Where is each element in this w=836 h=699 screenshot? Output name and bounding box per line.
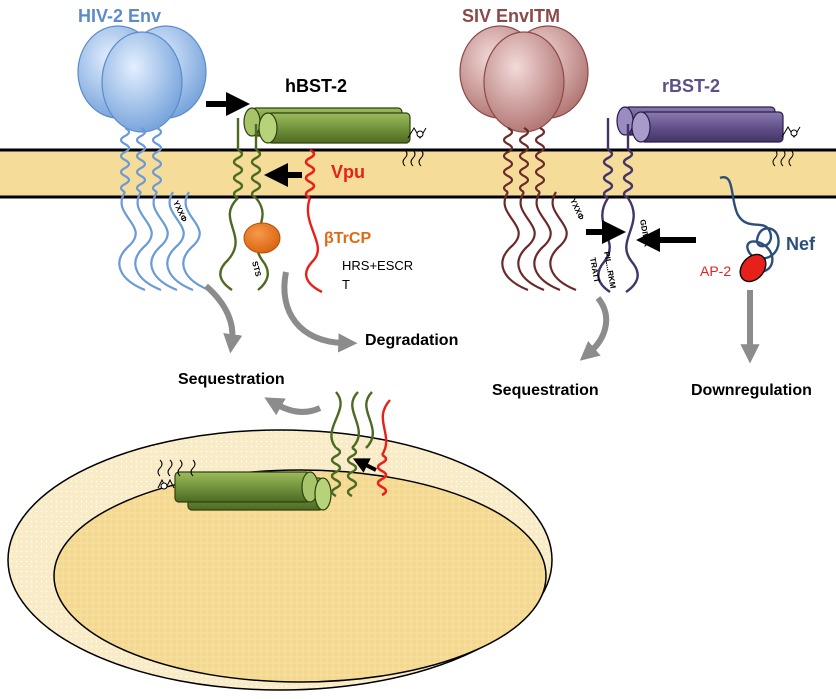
intracellular-vesicle — [7, 429, 553, 691]
hrs-escrt-label-line1: HRS+ESCR — [342, 258, 413, 273]
hbst2-dimer — [219, 107, 427, 291]
vesicle-hbst2 — [157, 391, 374, 511]
nef-label: Nef — [786, 234, 816, 254]
hrs-escrt-label-line2: T — [342, 277, 350, 292]
sequestration-right-label: Sequestration — [492, 382, 599, 399]
arrow-to-sequestration-left — [204, 283, 243, 354]
siv-envitm-trimer — [459, 25, 589, 292]
arrow-vesicle-vpu — [352, 458, 377, 473]
hbst2-label: hBST-2 — [285, 76, 347, 96]
btrcp-label: βTrCP — [324, 230, 371, 247]
nef-protein — [719, 176, 780, 273]
siv-envitm-label: SIV EnvITM — [462, 6, 560, 26]
ap2-label: AP-2 — [700, 263, 731, 279]
btrcp-blob — [243, 222, 281, 254]
vesicle-vpu — [376, 399, 391, 497]
vpu-protein — [304, 148, 323, 294]
rbst2-label: rBST-2 — [662, 76, 720, 96]
arrow-to-sequestration-right — [579, 296, 610, 361]
hiv2-env-label: HIV-2 Env — [78, 6, 161, 26]
gdiwk-label: GDIWK — [638, 219, 652, 248]
sequestration-left-label: Sequestration — [178, 371, 285, 388]
sts-label: STS — [250, 260, 263, 278]
pil-rkm-label: PIL...RKM — [602, 251, 617, 290]
arrow-vesicle-to-sequestration — [264, 397, 322, 416]
downregulation-label: Downregulation — [691, 382, 812, 399]
vpu-label: Vpu — [331, 162, 365, 182]
tratt-label: TRATT — [588, 257, 601, 284]
yxxphi-right-label: YXXΦ — [568, 197, 586, 222]
hiv2-env-trimer — [77, 25, 210, 292]
rbst2-dimer — [597, 106, 801, 293]
plasma-membrane — [0, 148, 836, 199]
arrow-to-degradation — [281, 271, 358, 353]
ap2-blob — [739, 253, 767, 283]
degradation-label: Degradation — [365, 332, 458, 349]
